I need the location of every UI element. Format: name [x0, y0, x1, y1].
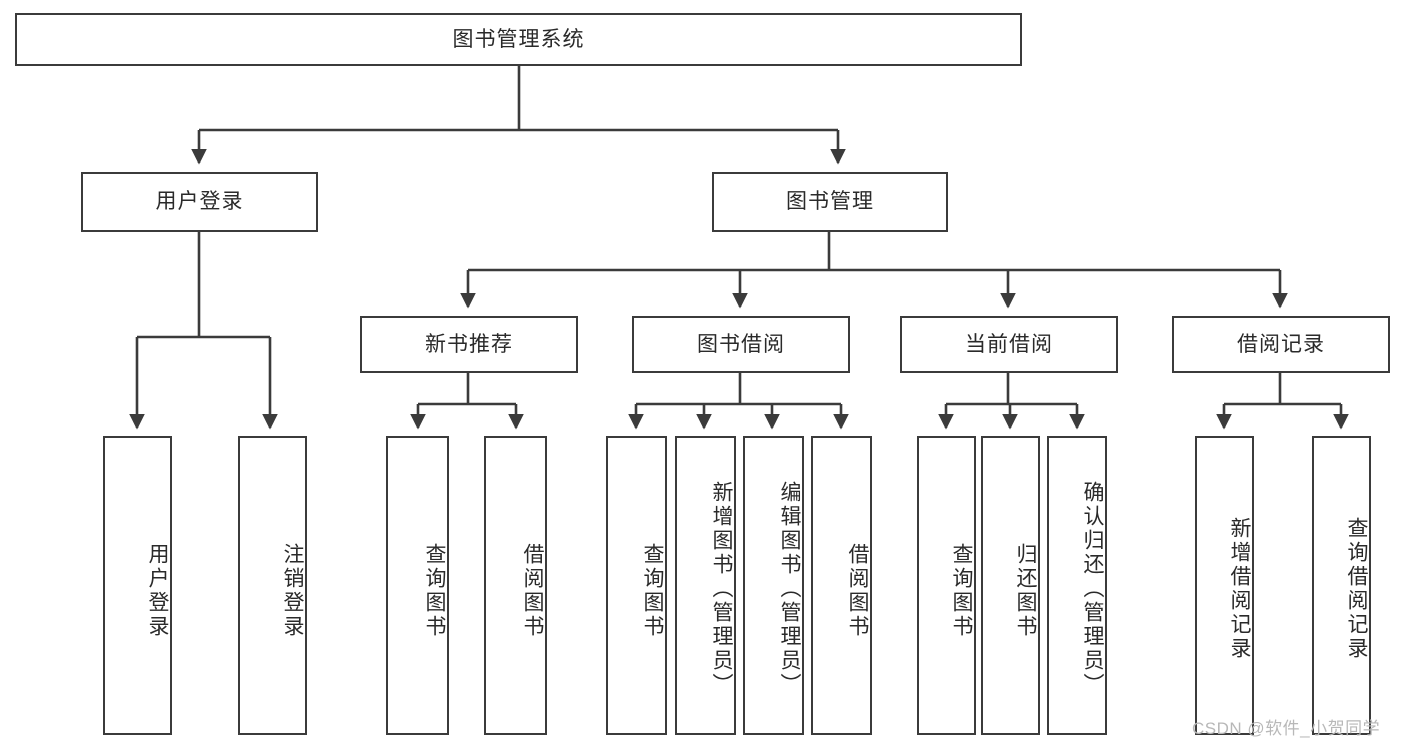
leaf-label: 用户登录: [146, 542, 169, 639]
node-user-login[interactable]: 用户登录: [81, 172, 318, 232]
node-book-borrow[interactable]: 图书借阅: [632, 316, 850, 373]
leaf-label: 编辑图书（管理员）: [778, 480, 801, 697]
leaf-record-query-borrow-record[interactable]: 查询借阅记录: [1312, 436, 1371, 735]
leaf-label: 查询图书: [950, 542, 973, 639]
leaf-borrow-borrow-book[interactable]: 借阅图书: [811, 436, 872, 735]
leaf-borrow-query-book[interactable]: 查询图书: [606, 436, 667, 735]
node-borrow-record[interactable]: 借阅记录: [1172, 316, 1390, 373]
leaf-current-return-book[interactable]: 归还图书: [981, 436, 1040, 735]
leaf-label: 查询图书: [641, 542, 664, 639]
leaf-user-logout[interactable]: 注销登录: [238, 436, 307, 735]
csdn-watermark: CSDN @软件_小贺同学: [1192, 719, 1381, 738]
leaf-record-add-borrow-record[interactable]: 新增借阅记录: [1195, 436, 1254, 735]
leaf-label: 查询借阅记录: [1345, 516, 1368, 661]
node-root[interactable]: 图书管理系统: [15, 13, 1022, 66]
leaf-borrow-add-book-admin[interactable]: 新增图书（管理员）: [675, 436, 736, 735]
leaf-current-query-book[interactable]: 查询图书: [917, 436, 976, 735]
leaf-recommend-borrow-book[interactable]: 借阅图书: [484, 436, 547, 735]
leaf-recommend-query-book[interactable]: 查询图书: [386, 436, 449, 735]
node-new-book-recommend[interactable]: 新书推荐: [360, 316, 578, 373]
leaf-label: 借阅图书: [846, 542, 869, 639]
leaf-label: 注销登录: [281, 542, 304, 639]
node-current-borrow[interactable]: 当前借阅: [900, 316, 1118, 373]
leaf-label: 归还图书: [1014, 542, 1037, 639]
leaf-label: 借阅图书: [521, 542, 544, 639]
node-book-management[interactable]: 图书管理: [712, 172, 948, 232]
leaf-borrow-edit-book-admin[interactable]: 编辑图书（管理员）: [743, 436, 804, 735]
leaf-label: 确认归还（管理员）: [1081, 480, 1104, 697]
leaf-label: 新增图书（管理员）: [710, 480, 733, 697]
leaf-current-confirm-return-admin[interactable]: 确认归还（管理员）: [1047, 436, 1107, 735]
leaf-user-login[interactable]: 用户登录: [103, 436, 172, 735]
leaf-label: 新增借阅记录: [1228, 516, 1251, 661]
leaf-label: 查询图书: [423, 542, 446, 639]
